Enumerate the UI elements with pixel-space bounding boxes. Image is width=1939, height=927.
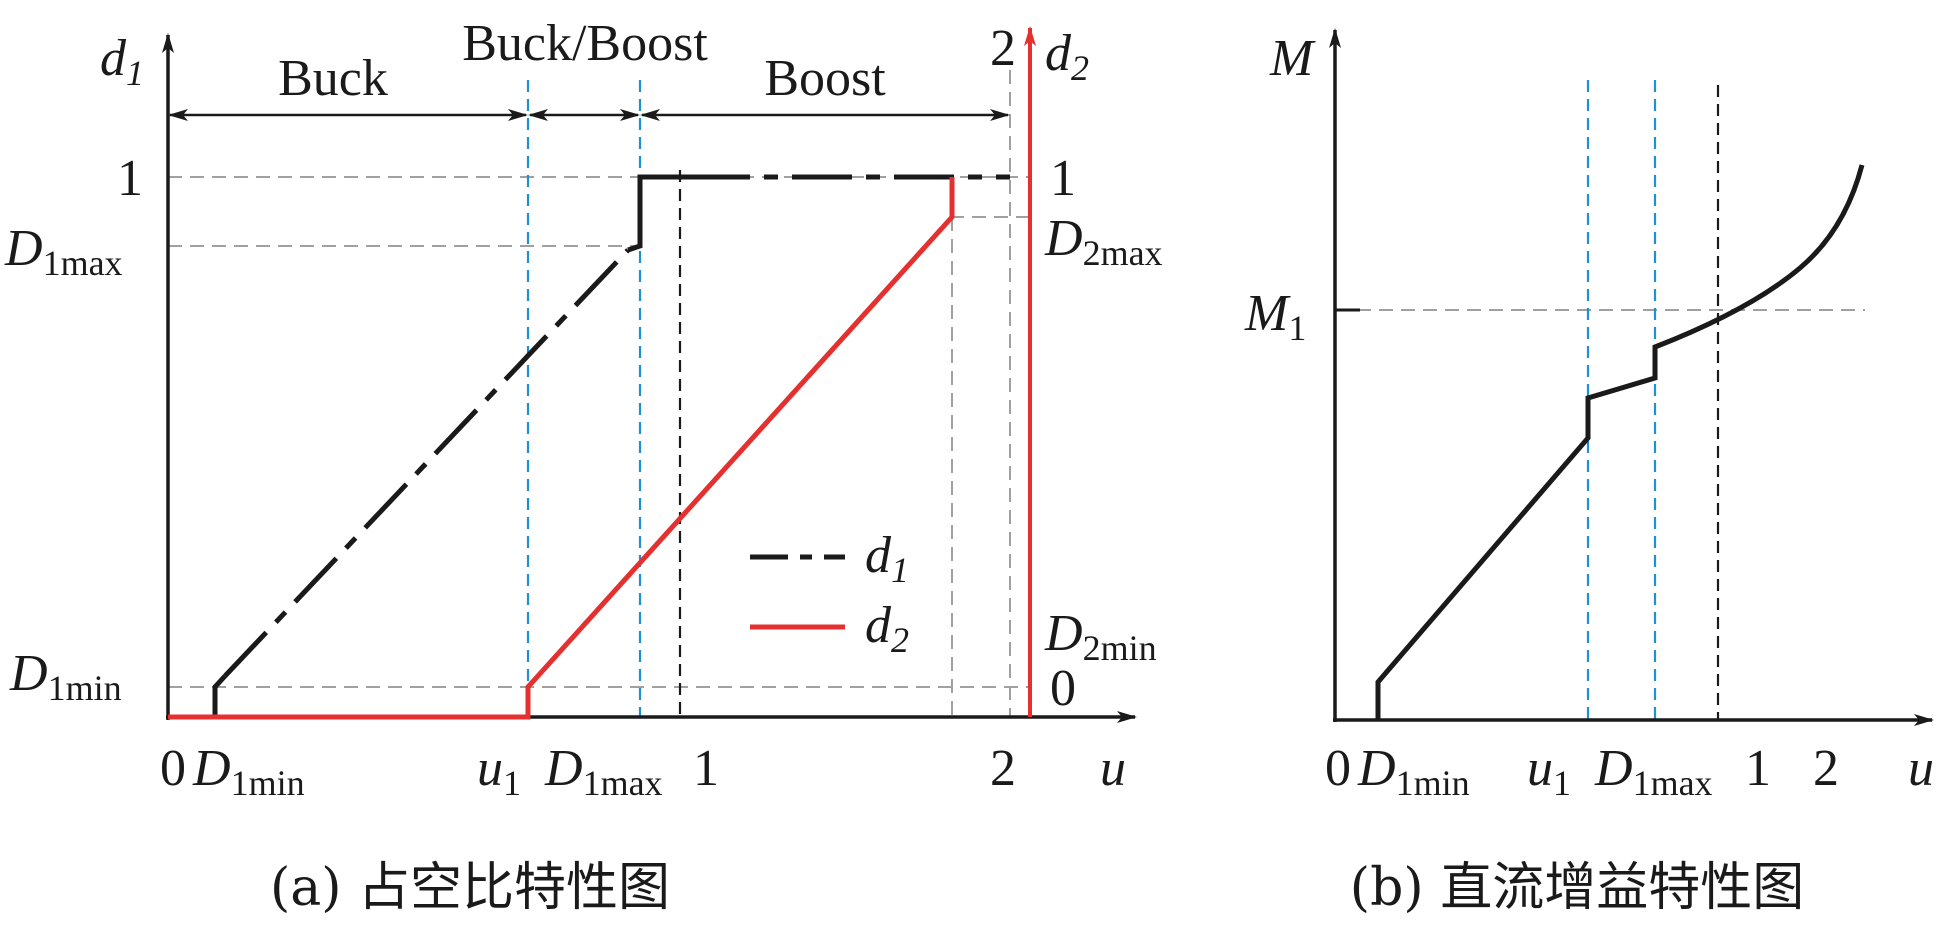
x-tick-b-d1min: D1min: [1357, 740, 1470, 803]
x-tick-u1: u1: [477, 740, 521, 803]
series-d2: [168, 177, 955, 720]
x-tick-b-one: 1: [1745, 740, 1771, 797]
x-tick-d1max: D1max: [544, 740, 663, 803]
x-axis-title-a: u: [1100, 740, 1126, 797]
label-boost: Boost: [764, 50, 886, 107]
right-axis-title: d2: [1045, 25, 1089, 88]
y-tick-m1: M1: [1244, 285, 1306, 348]
x-tick-two: 2: [990, 740, 1016, 797]
d1-ramp: [223, 248, 630, 678]
x-tick-zero: 0: [160, 740, 186, 797]
right-tick-d2max: D2max: [1044, 210, 1163, 273]
x-tick-one: 1: [693, 740, 719, 797]
caption-b: (b) 直流增益特性图: [1350, 858, 1804, 918]
x-axis-title-b: u: [1908, 740, 1934, 797]
left-tick-d1max: D1max: [4, 220, 123, 283]
x-tick-b-d1max: D1max: [1594, 740, 1713, 803]
right-tick-two: 2: [990, 20, 1016, 77]
x-tick-b-u1: u1: [1527, 740, 1571, 803]
legend: d1 d2: [750, 527, 909, 660]
y-axis-title-b: M: [1269, 30, 1316, 87]
left-tick-one: 1: [117, 150, 143, 207]
label-buck: Buck: [278, 50, 388, 107]
x-tick-d1min: D1min: [192, 740, 305, 803]
d1-solid-start: [168, 674, 227, 720]
legend-d2-label: d2: [865, 597, 909, 660]
x-tick-b-zero: 0: [1325, 740, 1351, 797]
right-tick-d2min: D2min: [1044, 605, 1157, 668]
panel-b: M M1 0 D1min u1 D1max 1 2 u (b) 直流增益特性图: [1244, 28, 1934, 918]
right-tick-zero: 0: [1050, 660, 1076, 717]
caption-a: (a) 占空比特性图: [270, 858, 670, 918]
d1-step: [627, 174, 690, 253]
label-buck-boost: Buck/Boost: [462, 15, 708, 72]
panel-a: Buck Buck/Boost Boost d1 1 D1max D1min 2…: [4, 15, 1163, 918]
series-m: [1375, 164, 1865, 720]
left-tick-d1min: D1min: [9, 645, 122, 708]
x-tick-b-two: 2: [1813, 740, 1839, 797]
legend-d1-label: d1: [865, 527, 909, 590]
left-axis-title: d1: [100, 30, 144, 93]
panel-a-guide-lines: [168, 70, 1030, 717]
right-tick-one: 1: [1050, 150, 1076, 207]
